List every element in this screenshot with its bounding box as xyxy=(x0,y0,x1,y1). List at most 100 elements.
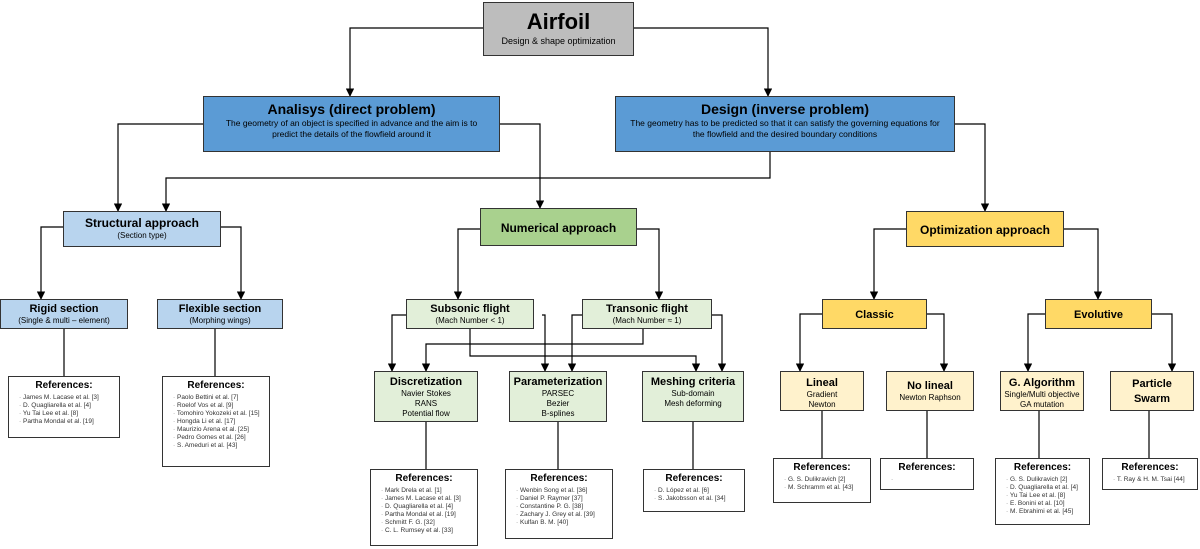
reference-item: S. Jakobsson et al. [34] xyxy=(654,495,740,503)
swarm-node: Particle Swarm xyxy=(1110,371,1194,411)
connector-analysis-numerical xyxy=(500,123,545,209)
reference-item: James M. Lacase et al. [3] xyxy=(19,394,115,402)
swarm-references: References: T. Ray & H. M. Tsai [44] xyxy=(1102,458,1198,490)
structural-node: Structural approach (Section type) xyxy=(63,211,221,247)
subsonic-subtitle: (Mach Number < 1) xyxy=(435,316,505,325)
references-list: Paolo Bettini et al. [7] Roelof Vos et a… xyxy=(167,394,265,450)
classic-title: Classic xyxy=(855,309,894,321)
root-node: Airfoil Design & shape optimization xyxy=(483,2,634,56)
parameterization-item: PARSEC xyxy=(541,389,575,398)
galgorithm-item: GA mutation xyxy=(1019,400,1065,409)
lineal-title: Lineal xyxy=(806,377,838,389)
lineal-item: Gradient xyxy=(806,390,838,399)
evolutive-title: Evolutive xyxy=(1074,309,1123,321)
references-list: Mark Drela et al. [1] James M. Lacase et… xyxy=(375,487,473,535)
connector-optimization-evolutive xyxy=(1064,228,1103,300)
rigid-title: Rigid section xyxy=(29,303,99,315)
connector-numerical-transonic xyxy=(637,228,664,300)
nolineal-title: No lineal xyxy=(907,380,953,392)
galgorithm-item: Single/Multi objective xyxy=(1004,390,1080,399)
references-list: D. López et al. [6] S. Jakobsson et al. … xyxy=(648,487,740,503)
reference-item: Roelof Vos et al. [9] xyxy=(173,402,265,410)
numerical-title: Numerical approach xyxy=(500,221,617,235)
reference-item: E. Bonini et al. [10] xyxy=(1006,500,1085,508)
transonic-subtitle: (Mach Number ≈ 1) xyxy=(612,316,682,325)
subsonic-node: Subsonic flight (Mach Number < 1) xyxy=(406,299,534,329)
reference-item: Partha Mondal et al. [19] xyxy=(381,511,473,519)
references-title: References: xyxy=(898,462,956,473)
structural-title: Structural approach xyxy=(84,216,200,230)
references-title: References: xyxy=(530,473,588,484)
nolineal-references: References: xyxy=(880,458,974,490)
connector-transonic-parameterization xyxy=(567,314,582,372)
connector-numerical-subsonic xyxy=(453,228,480,300)
discretization-item: RANS xyxy=(414,399,438,408)
references-title: References: xyxy=(793,462,851,473)
references-title: References: xyxy=(1121,462,1179,473)
parameterization-node: Parameterization PARSEC Bezier B-splines xyxy=(509,371,607,422)
connector-transonic-discretization xyxy=(421,329,644,372)
reference-item: Yu Tai Lee et al. [8] xyxy=(1006,492,1085,500)
flexible-node: Flexible section (Morphing wings) xyxy=(157,299,283,329)
reference-item: Maurizio Arena et al. [25] xyxy=(173,426,265,434)
reference-item: D. Quagliarella et al. [4] xyxy=(1006,484,1085,492)
root-title: Airfoil xyxy=(526,9,591,34)
reference-item: Hongda Li et al. [17] xyxy=(173,418,265,426)
references-title: References: xyxy=(35,380,93,391)
connector-design-optimization xyxy=(955,123,990,212)
connector-transonic-meshing xyxy=(712,314,727,372)
optimization-node: Optimization approach xyxy=(906,211,1064,247)
galgorithm-node: G. Algorithm Single/Multi objective GA m… xyxy=(1000,371,1084,411)
reference-item: Schmitt F. G. [32] xyxy=(381,519,473,527)
connector-subsonic-parameterization xyxy=(540,314,550,372)
evolutive-node: Evolutive xyxy=(1045,299,1152,329)
connector-root-design xyxy=(634,27,773,97)
connector-subsonic-discretization xyxy=(387,314,406,372)
design-node: Design (inverse problem) The geometry ha… xyxy=(615,96,955,152)
lineal-references: References: G. S. Dulikravich [2] M. Sch… xyxy=(773,458,871,503)
reference-item: G. S. Dulikravich [2] xyxy=(784,476,866,484)
transonic-title: Transonic flight xyxy=(606,303,688,315)
analysis-node: Analisys (direct problem) The geometry o… xyxy=(203,96,500,152)
lineal-node: Lineal Gradient Newton xyxy=(780,371,864,411)
reference-item: Zachary J. Grey et al. [39] xyxy=(516,511,608,519)
reference-item: Wenbin Song et al. [36] xyxy=(516,487,608,495)
reference-item: D. Quagliarella et al. [4] xyxy=(19,402,115,410)
structural-subtitle: (Section type) xyxy=(117,231,167,240)
references-title: References: xyxy=(187,380,245,391)
meshing-title: Meshing criteria xyxy=(650,376,736,388)
connector-evolutive-swarm xyxy=(1152,313,1177,372)
galgorithm-references: References: G. S. Dulikravich [2] D. Qua… xyxy=(995,458,1090,525)
connector-structural-rigid xyxy=(36,226,63,300)
reference-item: G. S. Dulikravich [2] xyxy=(1006,476,1085,484)
reference-item: Constantine P. G. [38] xyxy=(516,503,608,511)
references-title: References: xyxy=(665,473,723,484)
connector-classic-lineal xyxy=(795,313,822,372)
parameterization-title: Parameterization xyxy=(513,376,603,388)
reference-item: D. Quagliarella et al. [4] xyxy=(381,503,473,511)
reference-item: Kulfan B. M. [40] xyxy=(516,519,608,527)
references-list: T. Ray & H. M. Tsai [44] xyxy=(1107,476,1193,484)
analysis-title: Analisys (direct problem) xyxy=(267,101,436,117)
references-list: G. S. Dulikravich [2] D. Quagliarella et… xyxy=(1000,476,1085,516)
connector-analysis-structural xyxy=(113,123,203,212)
references-list: G. S. Dulikravich [2] M. Schramm et al. … xyxy=(778,476,866,492)
connector-subsonic-meshing xyxy=(469,329,701,372)
design-desc: The geometry has to be predicted so that… xyxy=(630,118,940,139)
rigid-node: Rigid section (Single & multi – element) xyxy=(0,299,128,329)
discretization-title: Discretization xyxy=(389,376,463,388)
galgorithm-title: G. Algorithm xyxy=(1008,377,1076,389)
meshing-item: Mesh deforming xyxy=(664,399,722,408)
connector-structural-flexible xyxy=(221,226,246,300)
nolineal-item: Newton Raphson xyxy=(899,393,961,402)
numerical-node: Numerical approach xyxy=(480,208,637,246)
reference-item: T. Ray & H. M. Tsai [44] xyxy=(1113,476,1193,484)
reference-item: Partha Mondal et al. [19] xyxy=(19,418,115,426)
connector-design-structural xyxy=(161,152,771,212)
references-list xyxy=(885,476,969,484)
discretization-references: References: Mark Drela et al. [1] James … xyxy=(370,469,478,546)
flexible-references: References: Paolo Bettini et al. [7] Roe… xyxy=(162,376,270,467)
parameterization-references: References: Wenbin Song et al. [36] Dani… xyxy=(505,469,613,539)
parameterization-item: B-splines xyxy=(541,409,575,418)
meshing-item: Sub-domain xyxy=(671,389,715,398)
